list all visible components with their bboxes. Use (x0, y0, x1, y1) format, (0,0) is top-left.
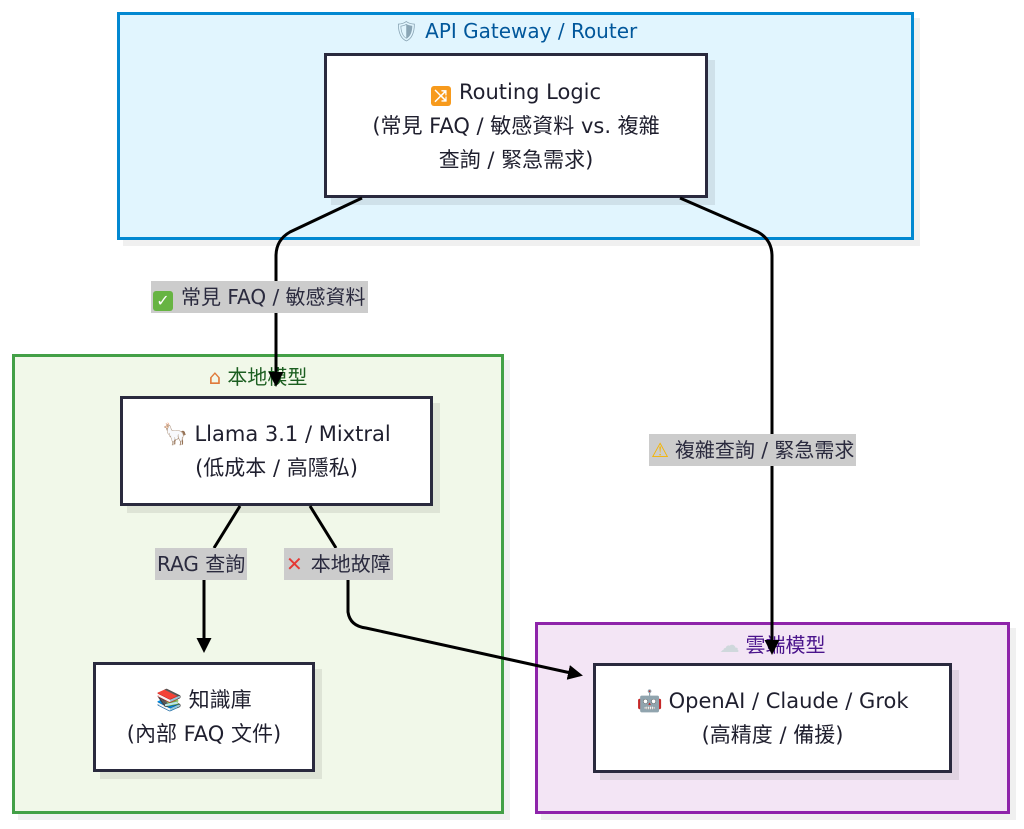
cluster-title-text: 雲端模型 (745, 633, 826, 657)
edge-llama-to-cloud[interactable] (308, 505, 580, 675)
warning-icon: ⚠ (651, 438, 669, 462)
cluster-title-text: API Gateway / Router (425, 19, 638, 43)
edge-label-rag: RAG 查詢 (155, 548, 248, 580)
node-knowledge-base[interactable]: 📚知識庫 (內部 FAQ 文件) (93, 662, 315, 772)
cloud-icon: ☁ (719, 633, 740, 657)
check-icon: ✓ (153, 291, 173, 311)
cluster-title-cloud-models: ☁雲端模型 (538, 629, 1007, 658)
edge-label-complex: ⚠複雜查詢 / 緊急需求 (649, 434, 857, 466)
node-title: OpenAI / Claude / Grok (668, 689, 909, 713)
edge-label-text: 常見 FAQ / 敏感資料 (181, 285, 366, 309)
books-icon: 📚 (156, 688, 183, 712)
node-subtitle: (內部 FAQ 文件) (126, 722, 282, 746)
cluster-title-text: 本地模型 (227, 365, 308, 389)
node-line: 🤖OpenAI / Claude / Grok (636, 684, 908, 718)
robot-icon: 🤖 (636, 689, 663, 713)
cross-icon: ✕ (286, 552, 303, 576)
edge-label-text: 本地故障 (310, 552, 391, 576)
node-title: 知識庫 (188, 688, 252, 712)
house-icon: ⌂ (208, 365, 222, 389)
node-line: ⤨ Routing Logic (430, 75, 602, 109)
node-line: 🦙Llama 3.1 / Mixtral (162, 417, 390, 451)
edge-label-text: RAG 查詢 (157, 552, 246, 576)
cluster-title-local-models: ⌂本地模型 (15, 361, 501, 390)
cluster-title-api-gateway: 🛡API Gateway / Router (120, 19, 911, 43)
node-subtitle: (低成本 / 高隱私) (195, 456, 358, 480)
edge-label-text: 複雜查詢 / 緊急需求 (674, 438, 855, 462)
shield-icon: 🛡 (393, 19, 420, 43)
edge-label-faq: ✓ 常見 FAQ / 敏感資料 (151, 281, 368, 313)
node-line: 📚知識庫 (156, 683, 251, 717)
edge-label-failure: ✕ 本地故障 (284, 548, 393, 580)
node-title: Llama 3.1 / Mixtral (194, 422, 391, 446)
edge-routing-to-llama[interactable] (268, 196, 363, 387)
node-cloud-llms[interactable]: 🤖OpenAI / Claude / Grok (高精度 / 備援) (593, 663, 952, 773)
node-subtitle: (高精度 / 備援) (701, 723, 844, 747)
node-title: Routing Logic (458, 79, 602, 104)
edge-routing-to-cloud[interactable] (679, 196, 780, 655)
llama-icon: 🦙 (162, 422, 189, 446)
node-llama-mixtral[interactable]: 🦙Llama 3.1 / Mixtral (低成本 / 高隱私) (120, 396, 433, 506)
node-routing-logic[interactable]: ⤨ Routing Logic (常見 FAQ / 敏感資料 vs. 複雜 查詢 … (324, 53, 708, 198)
node-subtitle: (常見 FAQ / 敏感資料 vs. 複雜 (372, 113, 660, 138)
edge-llama-to-kb[interactable] (204, 505, 242, 650)
shuffle-icon: ⤨ (430, 85, 451, 106)
node-subtitle: 查詢 / 緊急需求) (438, 147, 594, 172)
